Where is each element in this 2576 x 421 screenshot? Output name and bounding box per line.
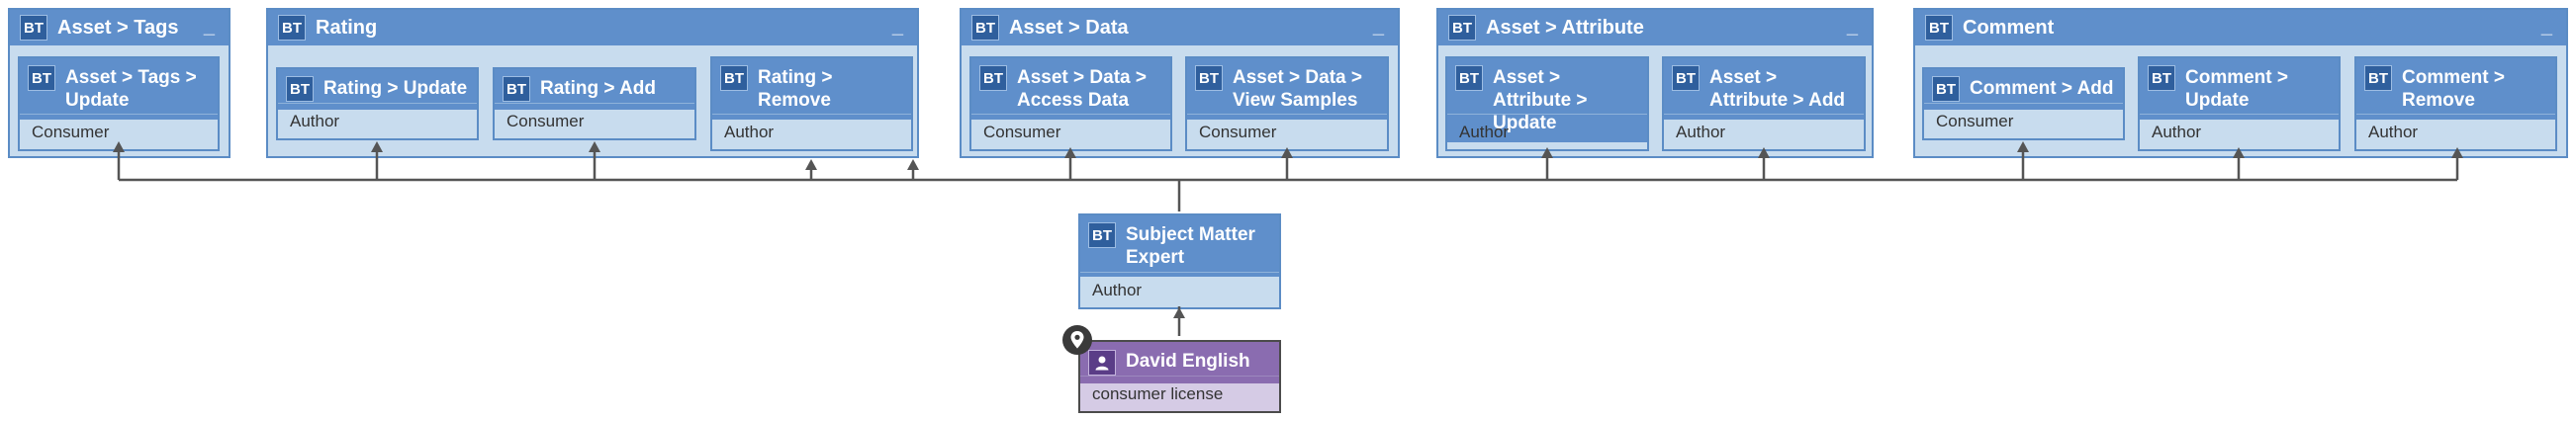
node-role: Consumer bbox=[1187, 114, 1387, 149]
node-rating-update[interactable]: BT Rating > Update Author bbox=[276, 67, 479, 140]
node-role: Consumer bbox=[20, 114, 218, 149]
node-title: Comment > Remove bbox=[2402, 67, 2505, 111]
group-header: BT Rating _ bbox=[268, 10, 917, 45]
business-term-icon: BT bbox=[1932, 76, 1960, 102]
node-asset-data-access[interactable]: BT Asset > Data > Access Data Consumer bbox=[969, 56, 1172, 151]
collapse-icon[interactable]: _ bbox=[1372, 16, 1384, 38]
node-title: Comment > Update bbox=[2185, 67, 2288, 111]
node-title: Asset > Attribute > Add bbox=[1709, 67, 1846, 111]
location-pin-icon[interactable] bbox=[1061, 324, 1093, 356]
business-term-icon: BT bbox=[720, 65, 748, 91]
person-license: consumer license bbox=[1080, 376, 1279, 411]
collapse-icon[interactable]: _ bbox=[1846, 16, 1858, 38]
node-role: Author bbox=[1664, 114, 1864, 149]
business-term-icon: BT bbox=[1088, 222, 1116, 248]
group-header: BT Comment _ bbox=[1915, 10, 2566, 45]
business-term-icon: BT bbox=[28, 65, 55, 91]
node-rating-add[interactable]: BT Rating > Add Consumer bbox=[493, 67, 696, 140]
group-title: Rating bbox=[316, 16, 378, 39]
node-rating-remove[interactable]: BT Rating > Remove Author bbox=[710, 56, 913, 151]
node-title: Subject Matter Expert bbox=[1126, 224, 1255, 268]
node-asset-attribute-add[interactable]: BT Asset > Attribute > Add Author bbox=[1662, 56, 1866, 151]
business-term-icon: BT bbox=[979, 65, 1007, 91]
group-title: Asset > Tags bbox=[57, 16, 179, 39]
business-term-icon: BT bbox=[1195, 65, 1223, 91]
group-header: BT Asset > Data _ bbox=[962, 10, 1398, 45]
node-header: David English bbox=[1080, 342, 1279, 383]
node-comment-add[interactable]: BT Comment > Add Consumer bbox=[1922, 67, 2125, 140]
node-header: BT Subject Matter Expert bbox=[1080, 215, 1279, 277]
node-header: BT Asset > Attribute > Update bbox=[1447, 58, 1647, 142]
group-title: Asset > Attribute bbox=[1486, 16, 1644, 39]
node-header: BT Comment > Update bbox=[2140, 58, 2339, 120]
business-term-icon: BT bbox=[1925, 15, 1953, 41]
node-asset-attribute-update[interactable]: BT Asset > Attribute > Update Author bbox=[1445, 56, 1649, 151]
node-title: Rating > Add bbox=[540, 78, 656, 99]
group-title: Asset > Data bbox=[1009, 16, 1129, 39]
node-role: Author bbox=[2356, 114, 2555, 149]
business-term-icon: BT bbox=[1448, 15, 1476, 41]
business-term-icon: BT bbox=[286, 76, 314, 102]
node-role: Consumer bbox=[1924, 103, 2123, 138]
business-term-icon: BT bbox=[971, 15, 999, 41]
node-role: Author bbox=[2140, 114, 2339, 149]
node-role: Author bbox=[1447, 114, 1647, 149]
node-title: Rating > Update bbox=[323, 78, 468, 99]
node-role: Consumer bbox=[971, 114, 1170, 149]
node-header: BT Asset > Tags > Update bbox=[20, 58, 218, 120]
collapse-icon[interactable]: _ bbox=[203, 16, 215, 38]
business-term-icon: BT bbox=[1455, 65, 1483, 91]
business-term-icon: BT bbox=[2364, 65, 2392, 91]
node-role: Author bbox=[1080, 272, 1279, 307]
node-role: Consumer bbox=[495, 103, 694, 138]
business-term-icon: BT bbox=[2148, 65, 2175, 91]
node-header: BT Asset > Data > Access Data bbox=[971, 58, 1170, 120]
group-header: BT Asset > Tags _ bbox=[10, 10, 229, 45]
node-person-david-english[interactable]: David English consumer license bbox=[1078, 340, 1281, 413]
node-subject-matter-expert[interactable]: BT Subject Matter Expert Author bbox=[1078, 213, 1281, 309]
business-term-icon: BT bbox=[278, 15, 306, 41]
node-title: Asset > Attribute > Update bbox=[1493, 67, 1588, 133]
group-header: BT Asset > Attribute _ bbox=[1438, 10, 1872, 45]
node-header: BT Comment > Remove bbox=[2356, 58, 2555, 120]
node-title: Asset > Data > View Samples bbox=[1233, 67, 1362, 111]
node-asset-data-samples[interactable]: BT Asset > Data > View Samples Consumer bbox=[1185, 56, 1389, 151]
collapse-icon[interactable]: _ bbox=[891, 16, 903, 38]
node-header: BT Rating > Remove bbox=[712, 58, 911, 120]
node-comment-remove[interactable]: BT Comment > Remove Author bbox=[2354, 56, 2557, 151]
business-term-icon: BT bbox=[20, 15, 47, 41]
node-role: Author bbox=[712, 114, 911, 149]
person-name: David English bbox=[1126, 351, 1250, 372]
user-icon bbox=[1088, 350, 1116, 376]
node-header: BT Asset > Data > View Samples bbox=[1187, 58, 1387, 120]
node-title: Rating > Remove bbox=[758, 67, 833, 111]
collapse-icon[interactable]: _ bbox=[2540, 16, 2552, 38]
node-comment-update[interactable]: BT Comment > Update Author bbox=[2138, 56, 2341, 151]
business-term-icon: BT bbox=[503, 76, 530, 102]
node-title: Asset > Tags > Update bbox=[65, 67, 197, 111]
business-term-icon: BT bbox=[1672, 65, 1700, 91]
node-asset-tags-update[interactable]: BT Asset > Tags > Update Consumer bbox=[18, 56, 220, 151]
node-title: Comment > Add bbox=[1970, 78, 2114, 99]
node-role: Author bbox=[278, 103, 477, 138]
node-title: Asset > Data > Access Data bbox=[1017, 67, 1147, 111]
node-header: BT Asset > Attribute > Add bbox=[1664, 58, 1864, 120]
group-title: Comment bbox=[1963, 16, 2055, 39]
